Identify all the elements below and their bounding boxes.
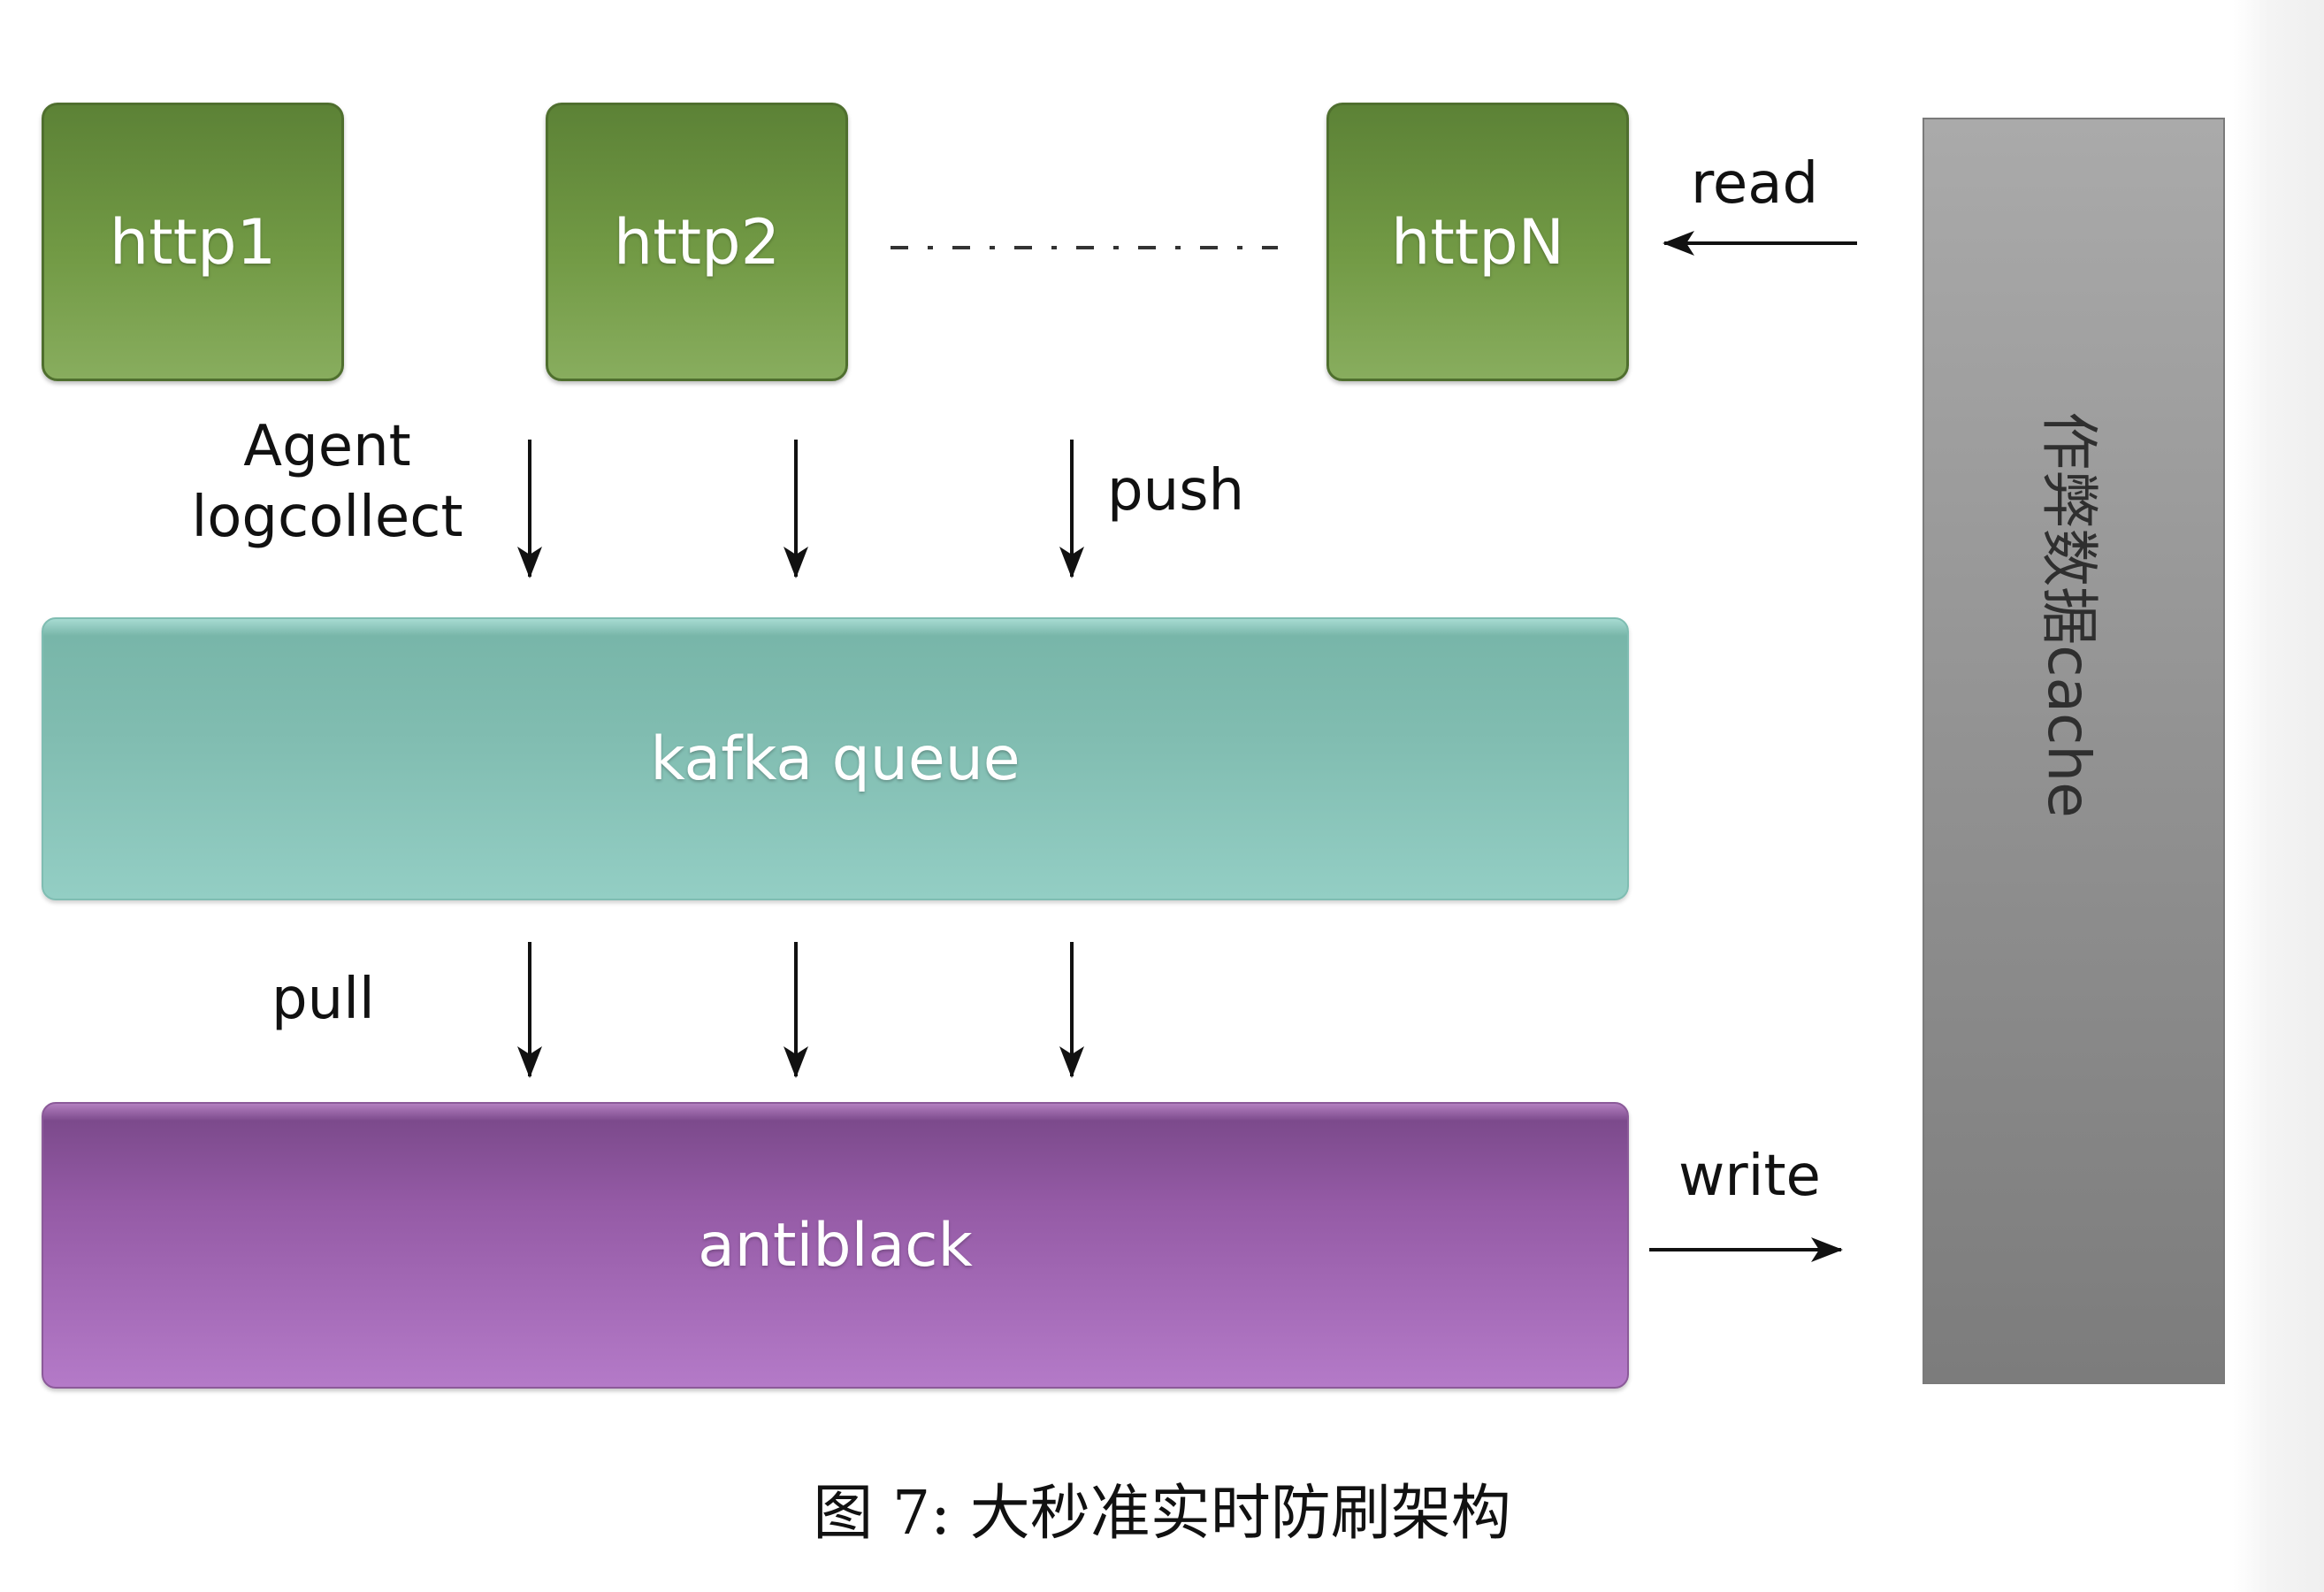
pull-label: pull <box>271 967 375 1032</box>
agent-label-line2: logcollect <box>191 485 463 550</box>
page-edge-shading <box>2233 0 2324 1592</box>
agent-logcollect-label: Agent logcollect <box>181 411 473 553</box>
read-label: read <box>1691 151 1819 217</box>
figure-caption: 图 7: 大秒准实时防刷架构 <box>813 1479 1511 1549</box>
http2-label: http2 <box>613 205 781 279</box>
http1-node: http1 <box>42 103 344 381</box>
httpN-label: httpN <box>1390 205 1565 279</box>
http1-label: http1 <box>109 205 277 279</box>
cheat-data-cache-node: 作弊数据cache <box>1923 118 2225 1384</box>
antiblack-node: antiblack <box>42 1102 1629 1389</box>
antiblack-label: antiblack <box>698 1210 973 1281</box>
kafka-queue-label: kafka queue <box>650 723 1021 794</box>
httpN-node: httpN <box>1326 103 1629 381</box>
kafka-queue-node: kafka queue <box>42 617 1629 900</box>
http2-node: http2 <box>546 103 848 381</box>
agent-label-line1: Agent <box>243 414 411 479</box>
write-label: write <box>1678 1144 1821 1209</box>
push-label: push <box>1107 458 1245 524</box>
